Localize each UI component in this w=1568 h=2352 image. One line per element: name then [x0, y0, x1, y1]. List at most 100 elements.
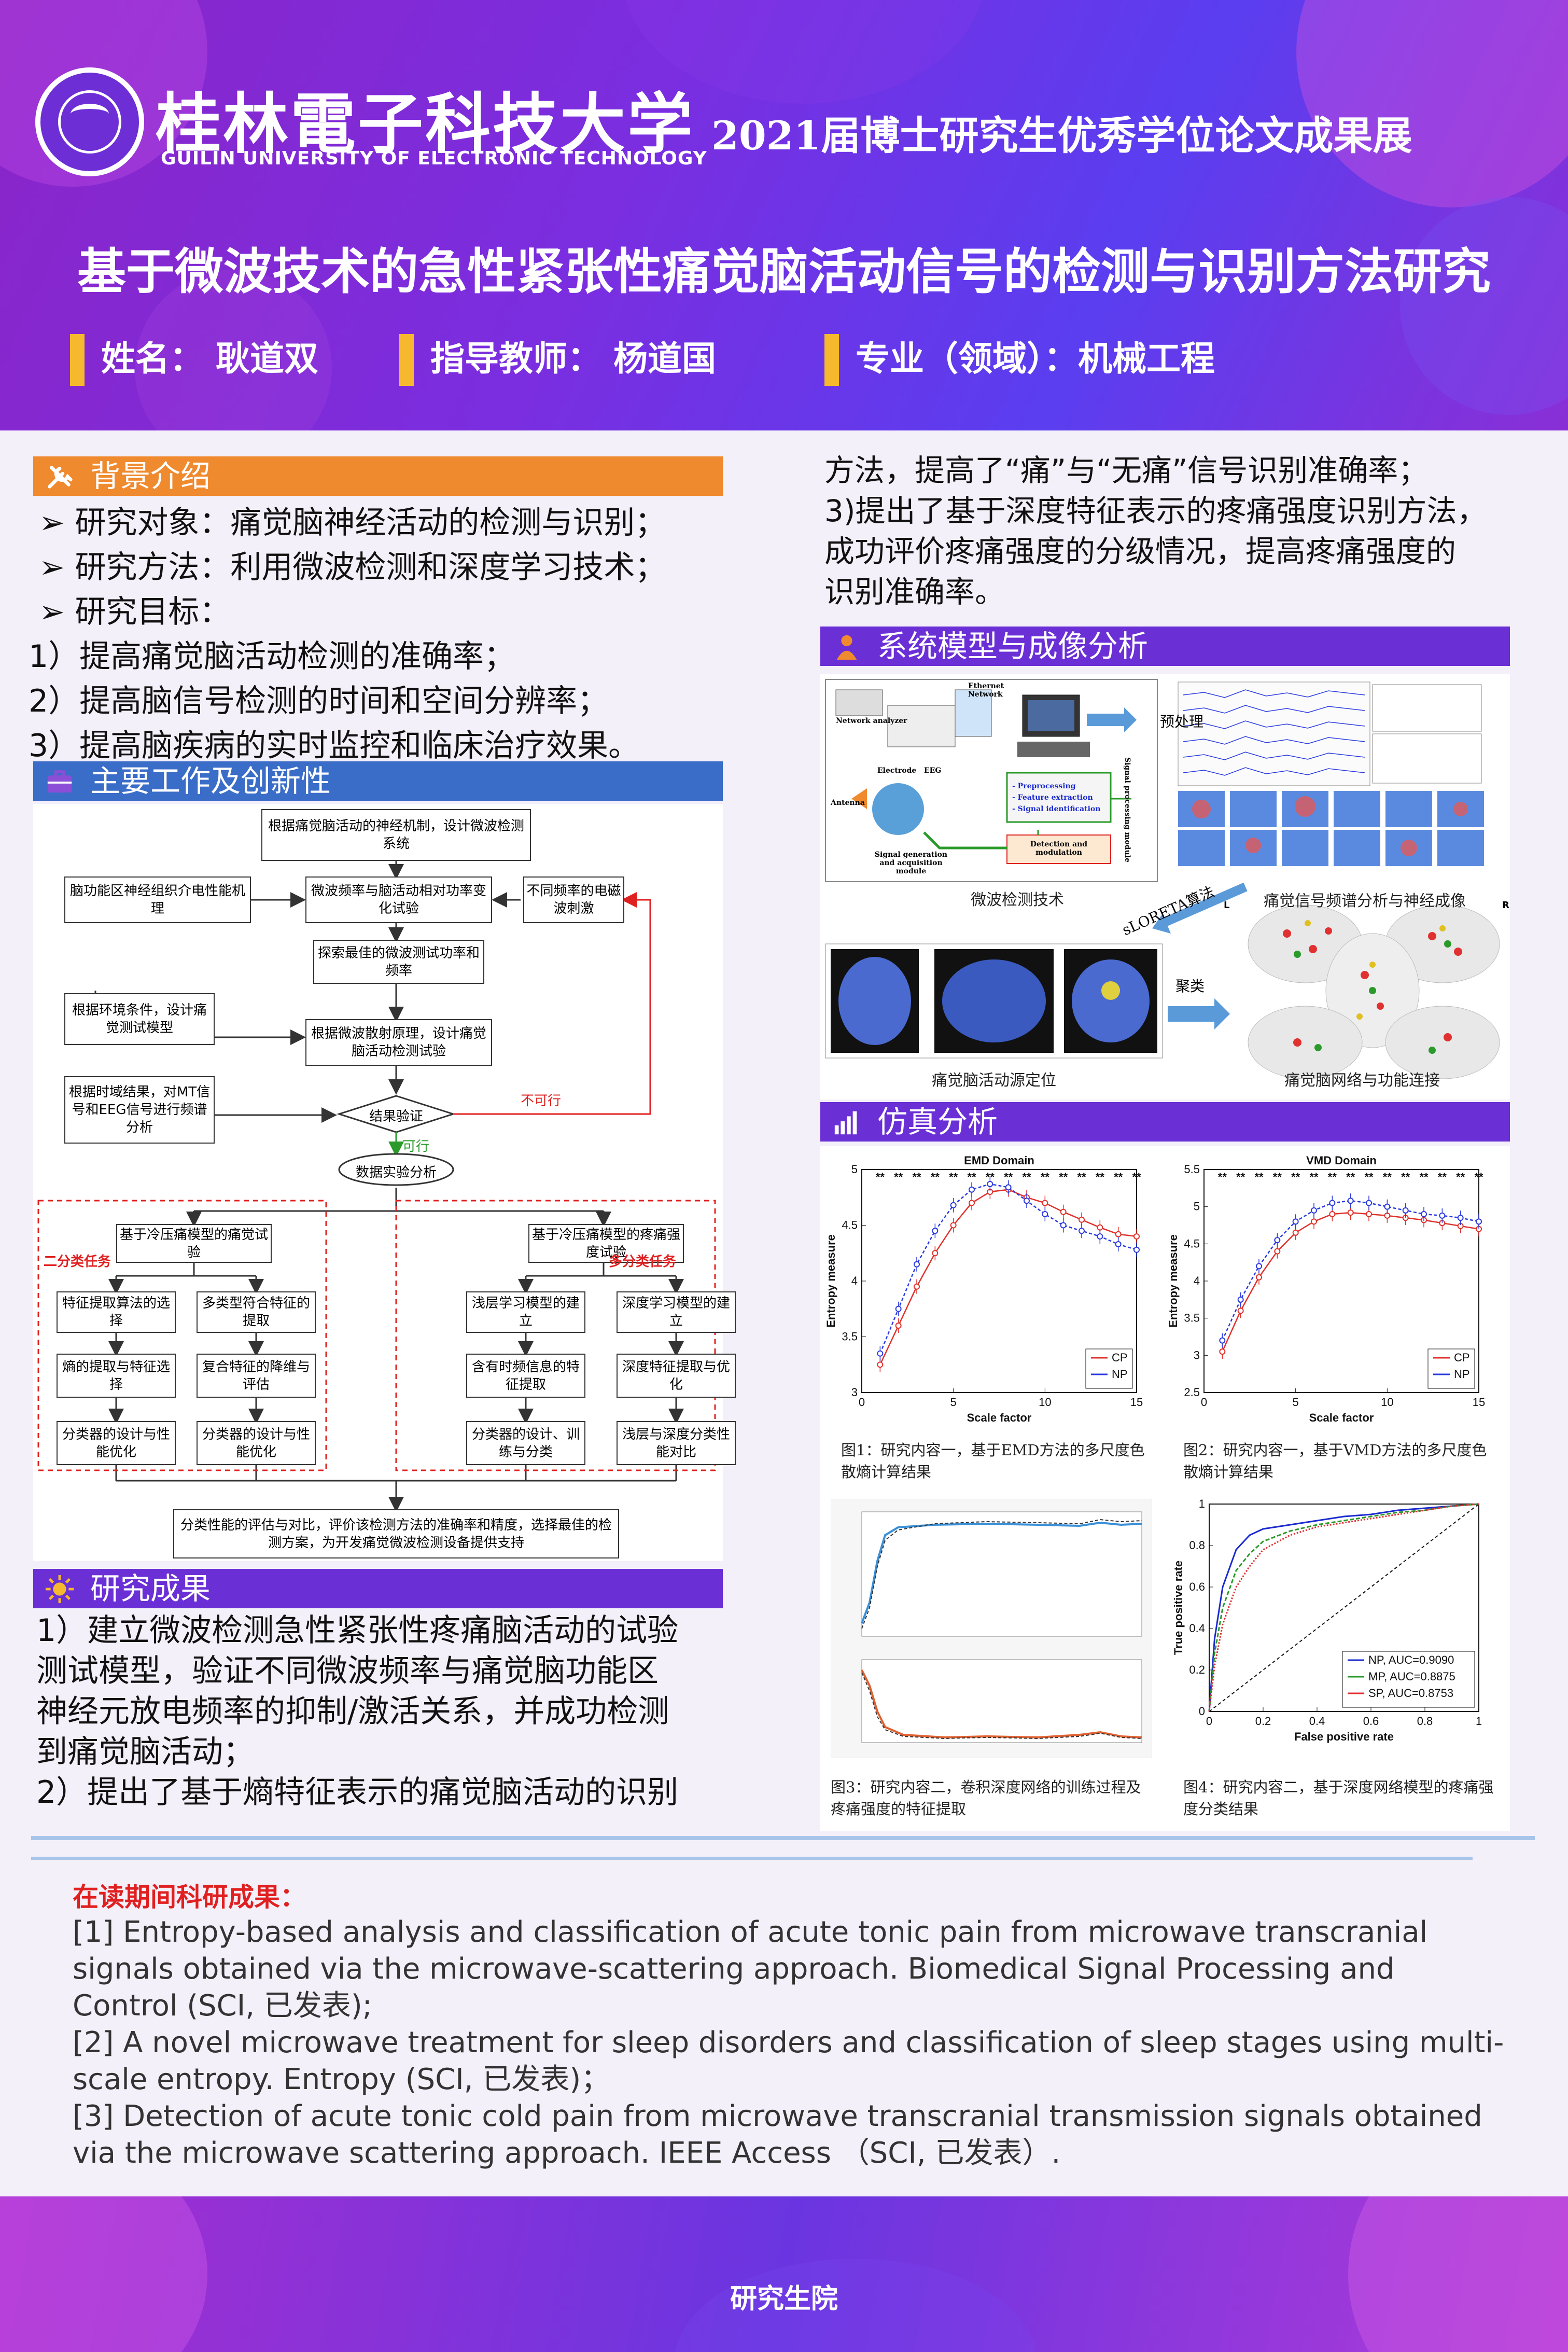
flow-right1: 不同频率的电磁波刺激 — [523, 876, 624, 923]
caption-brain-network: 痛觉脑网络与功能连接 — [1284, 1071, 1440, 1090]
tools-icon — [48, 466, 73, 489]
significance-mark: ** — [1419, 1171, 1429, 1184]
data-point — [1421, 1211, 1427, 1217]
y-axis-label: True positive rate — [1172, 1561, 1185, 1655]
significance-mark: ** — [1254, 1171, 1264, 1184]
flow-rp-a3: 分类器的设计、训练与分类 — [466, 1421, 585, 1465]
significance-mark: ** — [1077, 1171, 1086, 1184]
significance-mark: ** — [1328, 1171, 1337, 1184]
x-tick-label: 1 — [1476, 1715, 1482, 1728]
data-point — [1219, 1337, 1226, 1344]
flow-rp-b2: 深度特征提取与优化 — [617, 1354, 736, 1398]
flow-left1: 脑功能区神经组织介电性能机理 — [64, 876, 251, 923]
data-point — [1005, 1184, 1012, 1191]
caption-fig3: 图3：研究内容二，卷积深度网络的训练过程及疼痛强度的特征提取 — [831, 1778, 1141, 1818]
significance-mark: ** — [1401, 1171, 1410, 1184]
system-diagram: Network analyzer Ethernet Network Electr… — [820, 674, 1510, 1100]
y-tick-label: 4.5 — [842, 1219, 858, 1232]
x-axis-label: Scale factor — [967, 1411, 1032, 1424]
student-name: 姓名： 耿道双 — [70, 331, 433, 388]
legend-label: NP — [1112, 1368, 1128, 1381]
flow-analysis: 数据实验分析 — [355, 1165, 437, 1180]
data-point — [1366, 1200, 1372, 1206]
data-point — [914, 1261, 920, 1268]
data-point — [987, 1180, 993, 1187]
results-content-left: 1）建立微波检测急性紧张性疼痛脑活动的试验 测试模型，验证不同微波频率与痛觉脑功… — [36, 1612, 679, 1811]
data-point — [1402, 1207, 1409, 1214]
flow-left3: 根据时域结果，对MT信号和EEG信号进行频谱分析 — [64, 1076, 215, 1144]
data-point — [1439, 1212, 1446, 1219]
university-name-en: GUILIN UNIVERSITY OF ELECTRONIC TECHNOLO… — [161, 148, 707, 169]
y-tick-label: 0 — [1199, 1705, 1205, 1718]
data-point — [1292, 1218, 1299, 1225]
y-tick-label: 1 — [1199, 1497, 1205, 1510]
significance-mark: ** — [1346, 1171, 1355, 1184]
label-network-analyzer: Network analyzer — [836, 717, 907, 725]
label-left: L — [1224, 900, 1230, 911]
x-tick-label: 15 — [1473, 1396, 1485, 1409]
legend-label: NP, AUC=0.9090 — [1368, 1653, 1454, 1666]
caption-spectrum-imaging: 痛觉信号频谱分析与神经成像 — [1264, 892, 1466, 910]
data-point — [1079, 1216, 1085, 1223]
flow-yes: 可行 — [402, 1139, 430, 1154]
briefcase-icon — [47, 770, 72, 793]
flow-lp-tag: 二分类任务 — [44, 1254, 111, 1270]
data-point — [914, 1283, 920, 1290]
y-tick-label: 0.4 — [1189, 1622, 1205, 1635]
data-point — [1115, 1231, 1122, 1237]
caption-microwave-detection: 微波检测技术 — [971, 891, 1064, 909]
legend-box — [1427, 1348, 1475, 1389]
legend-box — [1342, 1651, 1475, 1708]
data-point — [1347, 1209, 1354, 1216]
poster-header — [0, 0, 1568, 430]
significance-mark: ** — [1456, 1171, 1465, 1184]
significance-mark: ** — [1273, 1171, 1282, 1184]
data-point — [1237, 1296, 1244, 1303]
background-content: ➢ 研究对象：痛觉脑神经活动的检测与识别； ➢ 研究方法：利用微波检测和深度学习… — [29, 505, 666, 764]
significance-mark: ** — [1059, 1171, 1068, 1184]
data-point — [1329, 1211, 1336, 1217]
significance-mark: ** — [1218, 1171, 1227, 1184]
x-axis-label: False positive rate — [1294, 1730, 1394, 1743]
significance-mark: ** — [931, 1171, 940, 1184]
x-tick-label: 5 — [1293, 1396, 1299, 1409]
legend-label: NP — [1454, 1368, 1470, 1381]
series-line-3 — [1208, 1503, 1479, 1712]
data-point — [1079, 1228, 1085, 1234]
label-detection: Detection and modulation — [1030, 840, 1088, 857]
advisor-name: 指导教师： 杨道国 — [399, 331, 814, 388]
significance-mark: ** — [1438, 1171, 1447, 1184]
caption-fig1: 图1：研究内容一，基于EMD方法的多尺度色散熵计算结果 — [841, 1441, 1145, 1481]
flow-top: 根据痛觉脑活动的神经机制，设计微波检测系统 — [261, 809, 531, 861]
data-point — [1384, 1203, 1391, 1210]
university-name-cn: 桂林電子科技大学 — [156, 86, 695, 162]
x-tick-label: 0.2 — [1255, 1715, 1271, 1728]
data-point — [1042, 1211, 1048, 1217]
data-point — [1366, 1211, 1372, 1217]
flow-no: 不可行 — [521, 1093, 562, 1109]
y-tick-label: 0.8 — [1189, 1539, 1205, 1552]
flow-rp-tag: 多分类任务 — [609, 1254, 677, 1270]
flow-center3: 根据微波散射原理，设计痛觉脑活动检测试验 — [305, 1019, 492, 1066]
flow-center1: 微波频率与脑活动相对功率变化试验 — [305, 876, 492, 923]
series-line-1 — [1208, 1503, 1479, 1712]
person-icon — [836, 635, 857, 660]
significance-mark: ** — [1236, 1171, 1245, 1184]
significance-mark: ** — [1114, 1171, 1123, 1184]
data-point — [1347, 1198, 1354, 1204]
label-ethernet: Ethernet Network — [968, 682, 1004, 699]
research-flowchart: 根据痛觉脑活动的神经机制，设计微波检测系统 脑功能区神经组织介电性能机理 微波频… — [33, 804, 736, 1561]
y-tick-label: 2.5 — [1184, 1386, 1200, 1399]
divider-top — [31, 1836, 1535, 1840]
significance-mark: ** — [1132, 1171, 1141, 1184]
y-tick-label: 3 — [1194, 1348, 1200, 1361]
flow-center2: 探索最佳的微波测试功率和频率 — [313, 940, 484, 984]
exhibition-title: 2021届博士研究生优秀学位论文成果展 — [711, 113, 1412, 159]
x-tick-label: 0 — [1201, 1396, 1207, 1409]
significance-mark: ** — [1022, 1171, 1031, 1184]
y-tick-label: 5 — [1194, 1200, 1200, 1213]
data-point — [1274, 1237, 1281, 1244]
legend-label: SP, AUC=0.8753 — [1368, 1687, 1453, 1700]
flow-left2: 根据环境条件，设计痛觉测试模型 — [64, 993, 215, 1045]
poster-footer — [0, 2196, 1568, 2352]
